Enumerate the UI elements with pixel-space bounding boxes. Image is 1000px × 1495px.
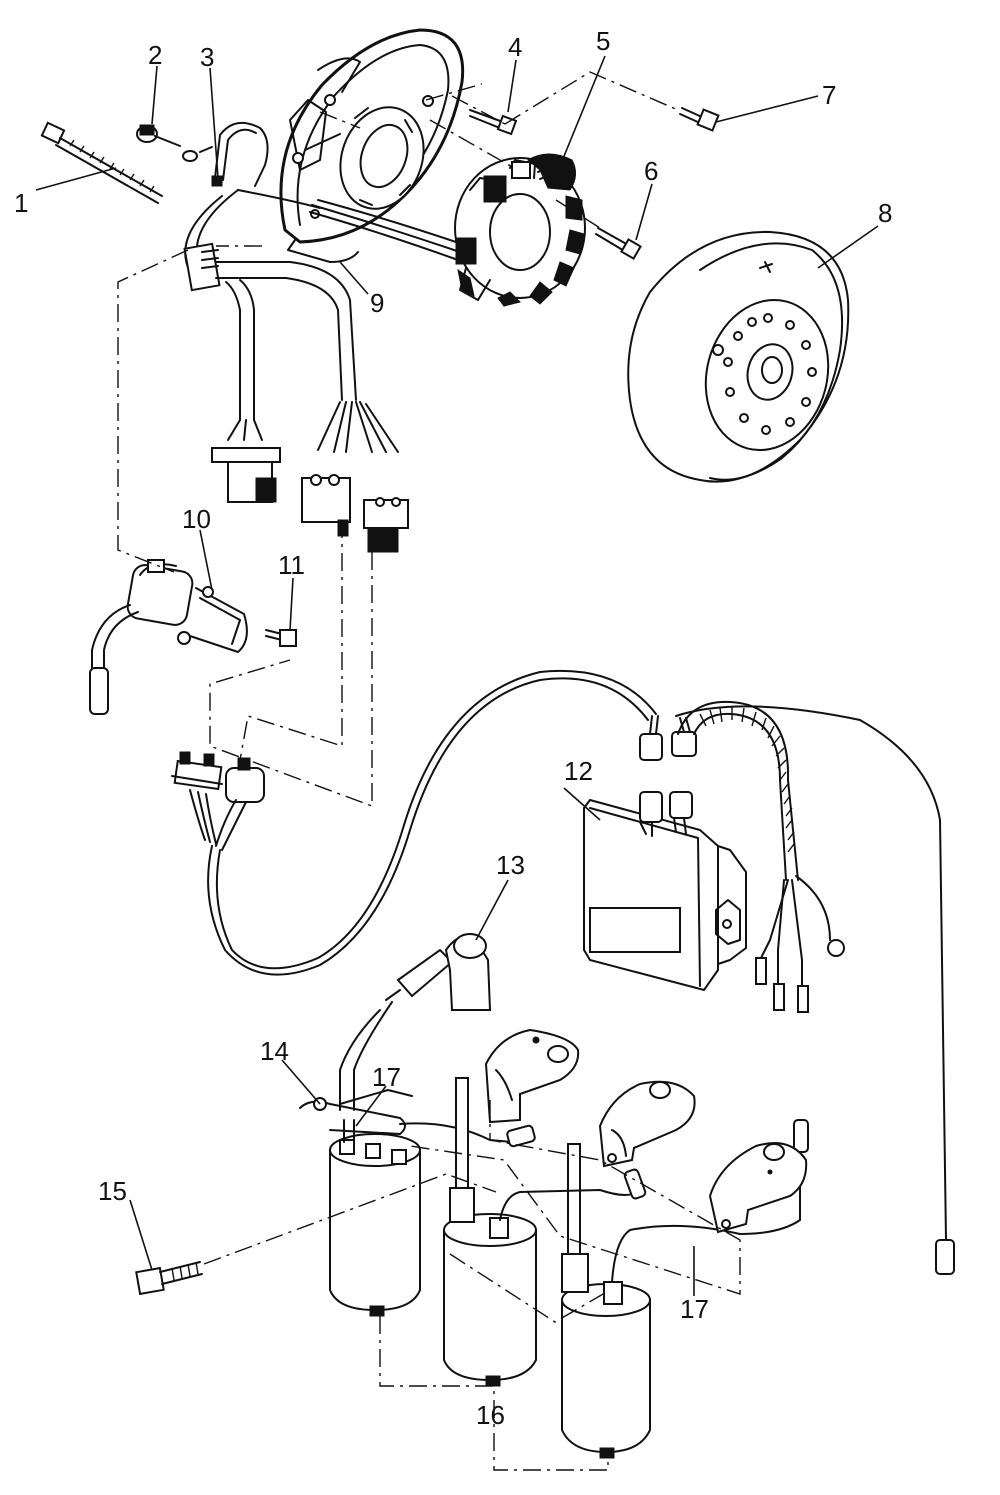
ignition-coil-3 [561, 1143, 651, 1459]
coil-screw [595, 227, 642, 260]
sensor-screw [265, 629, 297, 647]
wiring-harness [183, 189, 409, 553]
callout-14: 14 [260, 1036, 289, 1066]
cdi-module [583, 715, 747, 992]
callout-7: 7 [822, 80, 836, 110]
callout-12: 12 [564, 756, 593, 786]
coil-bracket-2 [598, 1080, 696, 1168]
callout-4: 4 [508, 32, 522, 62]
callout-3: 3 [200, 42, 214, 72]
callout-2: 2 [148, 40, 162, 70]
coil-wires [499, 1119, 809, 1283]
spark-plug-cap [339, 933, 492, 1111]
ignition-coil-2 [443, 1077, 537, 1387]
coil-bracket-1 [484, 1028, 580, 1124]
stator-coil [454, 153, 586, 307]
mounting-bolt [135, 1261, 203, 1296]
callout-5: 5 [596, 26, 610, 56]
callout-16: 16 [476, 1400, 505, 1430]
callout-8: 8 [878, 198, 892, 228]
reference-lines [117, 71, 741, 1471]
stator-wires [237, 189, 463, 261]
callout-13: 13 [496, 850, 525, 880]
pulse-sensor [89, 559, 248, 715]
screw-washer [136, 124, 213, 162]
callout-17-upper: 17 [372, 1062, 401, 1092]
cable-tie [40, 121, 163, 204]
callout-10: 10 [182, 504, 211, 534]
long-screw [679, 107, 720, 132]
callout-17-lower: 17 [680, 1294, 709, 1324]
callout-1: 1 [14, 188, 28, 218]
stator-plate [279, 28, 465, 263]
callout-6: 6 [644, 156, 658, 186]
callout-11: 11 [278, 550, 305, 580]
wire-clamp [211, 121, 269, 187]
flywheel [627, 230, 850, 483]
harness-connectors [171, 669, 657, 976]
cdi-harness [675, 700, 955, 1275]
ignition-coil-1 [329, 1119, 421, 1317]
callout-9: 9 [370, 288, 384, 318]
callout-leaders [35, 55, 879, 1296]
callout-labels: 1 2 3 4 5 6 7 8 9 10 11 12 13 14 17 15 1… [14, 26, 892, 1430]
callout-15: 15 [98, 1176, 127, 1206]
coil-bracket-3 [708, 1142, 808, 1234]
